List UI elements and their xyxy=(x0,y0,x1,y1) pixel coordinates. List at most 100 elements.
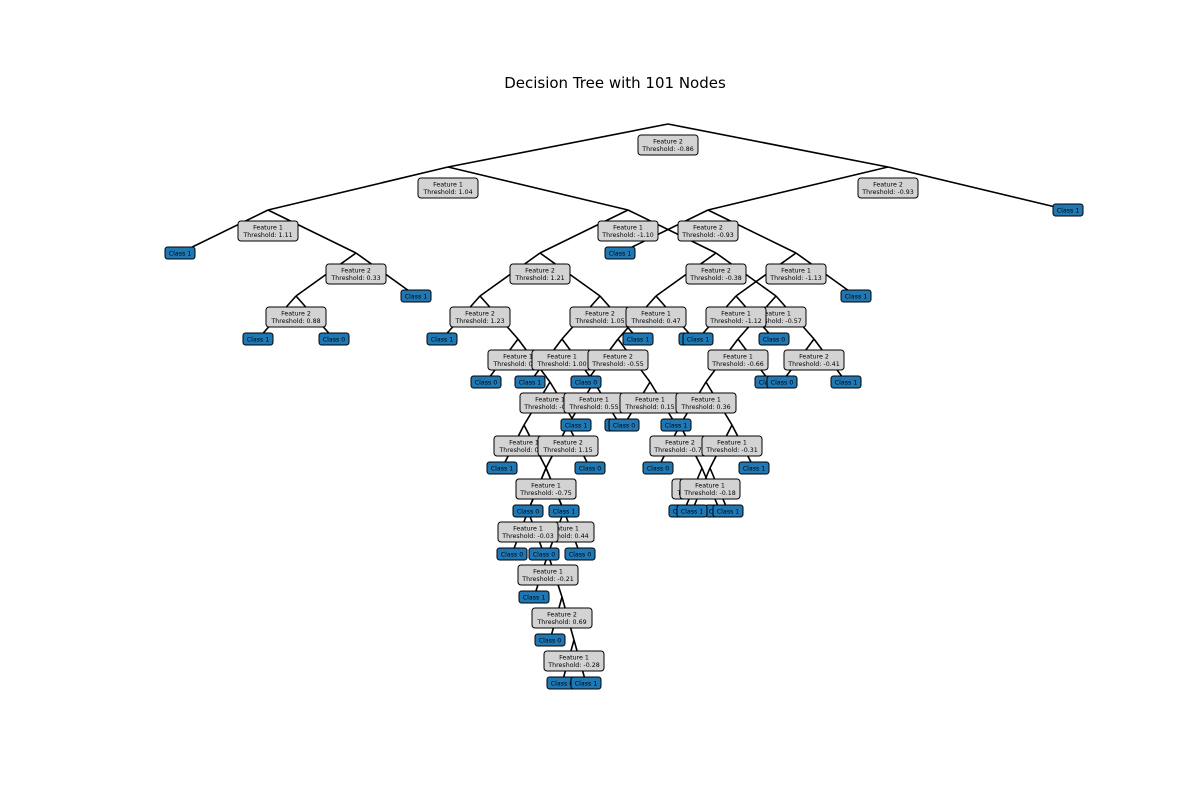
leaf-box xyxy=(518,590,550,604)
split-box xyxy=(543,650,605,672)
leaf-node: Class 1 xyxy=(426,332,458,346)
split-threshold-label: Threshold: -0.57 xyxy=(749,318,801,325)
split-box xyxy=(857,177,919,199)
split-feature-label: Feature 1 xyxy=(253,225,283,232)
leaf-class-label: Class 1 xyxy=(1057,207,1080,214)
split-threshold-label: Threshold: -0.75 xyxy=(519,490,571,497)
split-box xyxy=(597,220,659,242)
leaf-box xyxy=(570,375,602,389)
split-feature-label: Feature 1 xyxy=(723,354,753,361)
split-box xyxy=(675,392,737,414)
leaf-node: Class 1 xyxy=(660,418,692,432)
split-threshold-label: Threshold: -0.18 xyxy=(683,490,735,497)
leaf-node: Class 0 xyxy=(318,332,350,346)
split-box xyxy=(707,349,769,371)
leaf-node: Class 1 xyxy=(486,461,518,475)
split-box xyxy=(517,564,579,586)
leaf-class-label: Class 1 xyxy=(681,508,704,515)
split-box xyxy=(625,306,687,328)
split-box xyxy=(765,263,827,285)
split-feature-label: Feature 1 xyxy=(535,397,565,404)
leaf-node: Class 0 xyxy=(766,375,798,389)
leaf-class-label: Class 1 xyxy=(845,293,868,300)
leaf-box xyxy=(528,547,560,561)
split-box xyxy=(497,521,559,543)
leaf-box xyxy=(486,461,518,475)
leaf-box xyxy=(1052,203,1084,217)
split-feature-label: Feature 1 xyxy=(549,526,579,533)
leaf-node: Class 1 xyxy=(1052,203,1084,217)
split-feature-label: Feature 1 xyxy=(547,354,577,361)
tree-edge xyxy=(267,166,449,211)
leaf-class-label: Class 0 xyxy=(613,422,636,429)
split-box xyxy=(637,134,699,156)
split-threshold-label: Threshold: 0.69 xyxy=(536,619,586,626)
leaf-node: Class 0 xyxy=(534,633,566,647)
split-box xyxy=(685,263,747,285)
tree-edge xyxy=(619,209,709,254)
leaf-node: Class 1 xyxy=(560,418,592,432)
leaf-class-label: Class 1 xyxy=(743,465,766,472)
split-box xyxy=(537,435,599,457)
leaf-node: Class 0 xyxy=(496,547,528,561)
split-feature-label: Feature 1 xyxy=(695,483,725,490)
split-feature-label: Feature 1 xyxy=(559,655,589,662)
split-feature-label: Feature 1 xyxy=(533,569,563,576)
leaf-node: Class 1 xyxy=(164,246,196,260)
split-threshold-label: Threshold: 1.23 xyxy=(454,318,504,325)
leaf-box xyxy=(496,547,528,561)
leaf-class-label: Class 1 xyxy=(519,379,542,386)
split-threshold-label: Threshold: 0.47 xyxy=(630,318,680,325)
tree-edge xyxy=(179,209,269,254)
leaf-class-label: Class 0 xyxy=(575,379,598,386)
split-box xyxy=(449,306,511,328)
split-threshold-label: Threshold: 1.04 xyxy=(422,189,472,196)
leaf-node: Class 0 xyxy=(528,547,560,561)
split-feature-label: Feature 2 xyxy=(653,139,683,146)
split-threshold-label: Threshold: 0.88 xyxy=(270,318,320,325)
leaf-box xyxy=(660,418,692,432)
leaf-box xyxy=(534,633,566,647)
tree-edge xyxy=(887,166,1069,211)
leaf-box xyxy=(682,332,714,346)
split-feature-label: Feature 1 xyxy=(509,440,539,447)
leaf-box xyxy=(318,332,350,346)
leaf-class-label: Class 1 xyxy=(717,508,740,515)
leaf-node: Class 1 xyxy=(830,375,862,389)
split-feature-label: Feature 2 xyxy=(701,268,731,275)
split-box xyxy=(705,306,767,328)
leaf-node: Class 1 xyxy=(242,332,274,346)
leaf-box xyxy=(604,246,636,260)
split-threshold-label: Threshold: -0.55 xyxy=(591,361,643,368)
split-feature-label: Feature 1 xyxy=(641,311,671,318)
leaf-class-label: Class 1 xyxy=(247,336,270,343)
tree-edge xyxy=(447,166,629,211)
leaf-class-label: Class 1 xyxy=(565,422,588,429)
leaf-box xyxy=(712,504,744,518)
leaf-node: Class 1 xyxy=(712,504,744,518)
leaf-node: Class 1 xyxy=(518,590,550,604)
leaf-class-label: Class 0 xyxy=(501,551,524,558)
leaf-box xyxy=(830,375,862,389)
leaf-box xyxy=(470,375,502,389)
split-threshold-label: Threshold: 1.21 xyxy=(514,275,564,282)
split-feature-label: Feature 1 xyxy=(433,182,463,189)
leaf-box xyxy=(738,461,770,475)
split-feature-label: Feature 1 xyxy=(781,268,811,275)
split-threshold-label: Threshold: -0.03 xyxy=(501,533,553,540)
split-feature-label: Feature 2 xyxy=(693,225,723,232)
